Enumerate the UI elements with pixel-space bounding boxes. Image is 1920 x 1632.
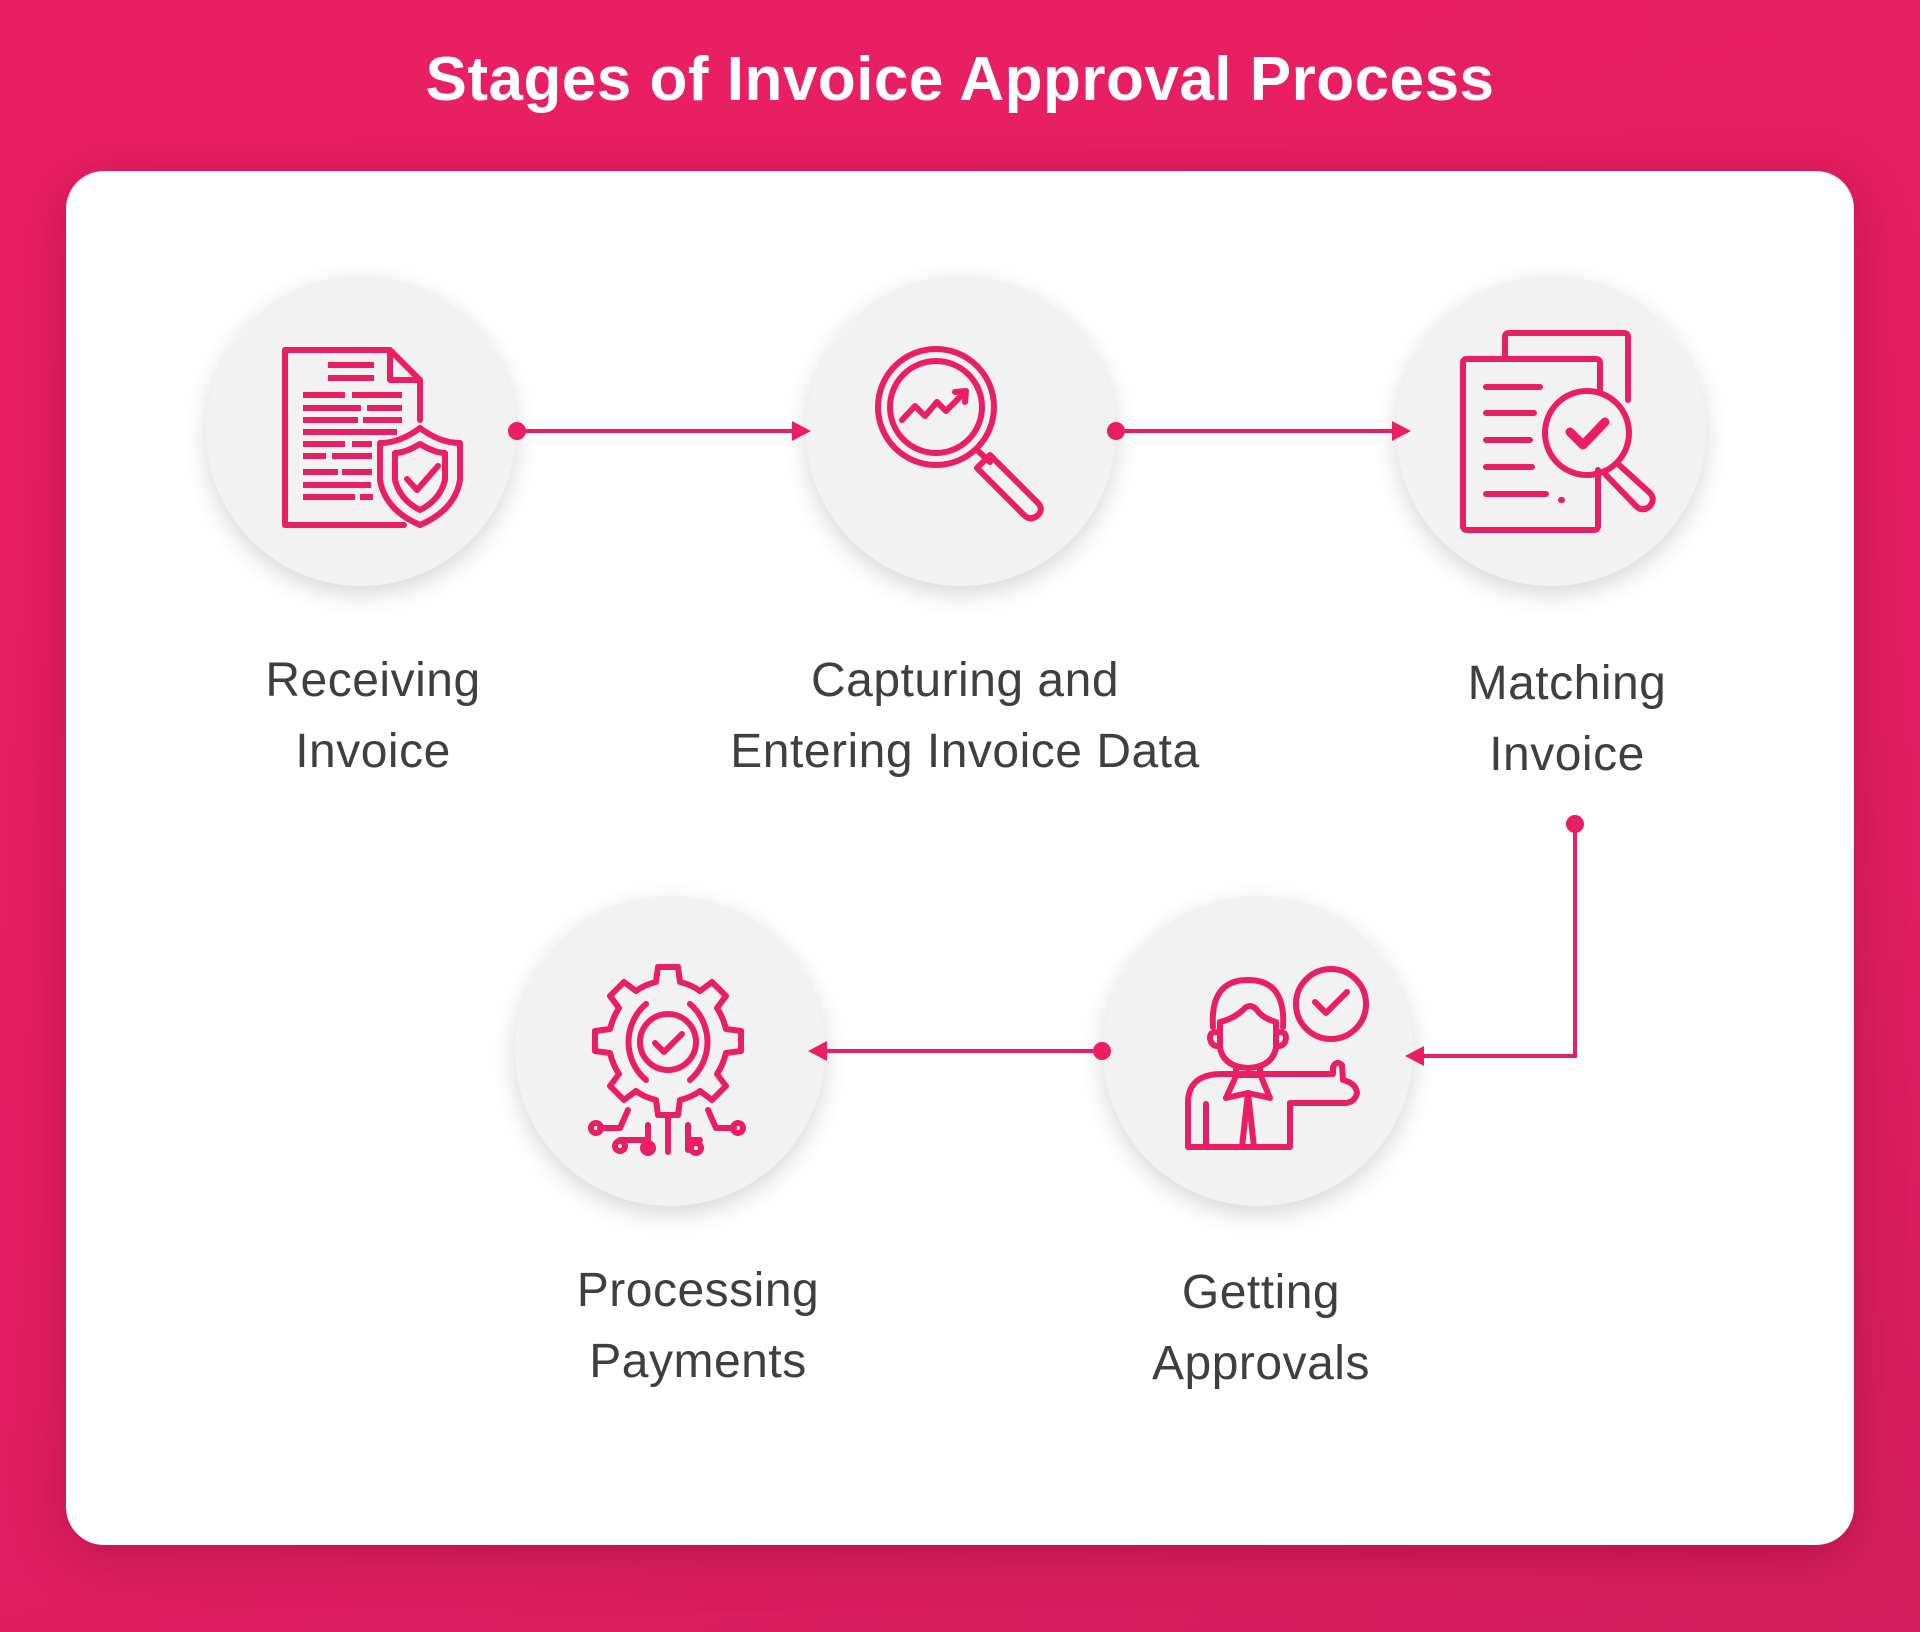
document-search-check-icon: [1460, 330, 1656, 533]
label-line: Capturing and: [810, 654, 1120, 707]
stage-circle-capturing: [806, 276, 1116, 586]
connector-4: [808, 1041, 1111, 1061]
connector-1: [508, 421, 811, 441]
label-line: Invoice: [295, 725, 451, 778]
person-approval-icon: [1185, 966, 1369, 1150]
page-title: Stages of Invoice Approval Process: [425, 45, 1495, 114]
document-shield-icon: [282, 347, 463, 528]
label-line: Approvals: [1152, 1337, 1370, 1390]
label-line: Receiving: [265, 654, 481, 707]
label-line: Getting: [1181, 1266, 1341, 1319]
label-line: Payments: [589, 1335, 807, 1388]
connector-2: [1107, 421, 1411, 441]
connector-3: [1405, 815, 1584, 1066]
stage-circle-matching: [1396, 276, 1706, 586]
stage-circle-payments: [515, 896, 825, 1206]
gear-check-icon: [588, 964, 746, 1156]
label-line: Processing: [576, 1264, 820, 1317]
label-line: Entering Invoice Data: [730, 725, 1200, 778]
label-line: Invoice: [1489, 728, 1645, 781]
label-line: Matching: [1467, 657, 1667, 710]
stage-circle-approvals: [1103, 896, 1413, 1206]
magnifier-chart-icon: [875, 346, 1044, 522]
